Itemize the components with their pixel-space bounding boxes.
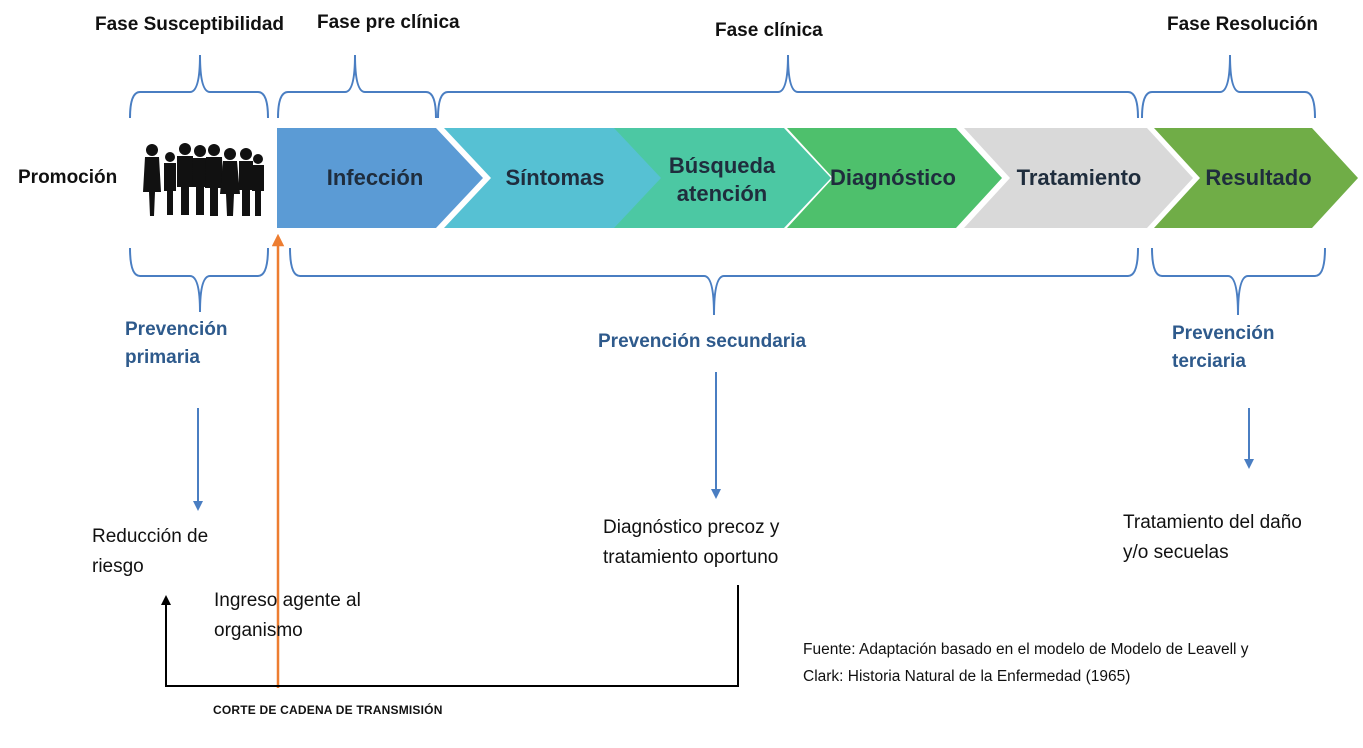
brace-resolution bbox=[1141, 54, 1316, 119]
outcome-risk-line1: Reducción de bbox=[92, 526, 209, 547]
stage-label-infeccion: Infección bbox=[326, 165, 424, 190]
stage-label-busqueda-atencion: Búsqueda atención bbox=[648, 148, 796, 212]
top-braces bbox=[129, 54, 1316, 119]
stage-label-diagnostico: Diagnóstico bbox=[830, 165, 956, 190]
brace-primary bbox=[129, 247, 269, 313]
prevention-tertiary-line2: terciaria bbox=[1172, 351, 1246, 372]
phase-resolution-label: Fase Resolución bbox=[1167, 14, 1318, 35]
promotion-label: Promoción bbox=[18, 167, 118, 188]
source-line1: Fuente: Adaptación basado en el modelo d… bbox=[803, 641, 1249, 658]
outcome-risk-reduction: Reducción de riesgo bbox=[92, 522, 208, 582]
agent-entry-label: Ingreso agente al organismo bbox=[214, 586, 361, 646]
stage-label-busqueda-line1: Búsqueda bbox=[668, 153, 776, 178]
stage-label-sintomas: Síntomas bbox=[505, 165, 605, 190]
prevention-secondary-label: Prevención secundaria bbox=[598, 331, 807, 352]
source-note: Fuente: Adaptación basado en el modelo d… bbox=[803, 636, 1249, 690]
stage-label-tratamiento: Tratamiento bbox=[1016, 165, 1142, 190]
chain-cut-label: CORTE DE CADENA DE TRANSMISIÓN bbox=[213, 703, 443, 717]
chevron-busqueda-atencion bbox=[614, 128, 831, 228]
phase-preclinical-label: Fase pre clínica bbox=[317, 12, 460, 33]
people-silhouettes-icon bbox=[143, 143, 264, 216]
prevention-primary-label: Prevención primaria bbox=[125, 316, 227, 372]
prevention-primary-line1: Prevención bbox=[125, 319, 228, 340]
brace-tertiary bbox=[1151, 247, 1326, 316]
bottom-braces bbox=[129, 247, 1326, 316]
chevron-resultado bbox=[1154, 128, 1358, 228]
outcome-early-line1: Diagnóstico precoz y bbox=[603, 517, 780, 538]
prevention-tertiary-line1: Prevención bbox=[1172, 323, 1275, 344]
phase-clinical-label: Fase clínica bbox=[715, 20, 823, 41]
outcome-damage-line1: Tratamiento del daño bbox=[1123, 512, 1302, 533]
chevron-diagnostico bbox=[787, 128, 1002, 228]
brace-preclinical bbox=[277, 54, 437, 119]
prevention-primary-line2: primaria bbox=[125, 347, 200, 368]
stage-label-resultado: Resultado bbox=[1205, 165, 1312, 190]
agent-entry-line2: organismo bbox=[214, 620, 303, 641]
chain-cut-line bbox=[161, 585, 739, 687]
prevention-tertiary-label: Prevención terciaria bbox=[1172, 320, 1274, 376]
agent-entry-line1: Ingreso agente al bbox=[214, 590, 361, 611]
chevron-sintomas bbox=[444, 128, 666, 228]
chevron-tratamiento bbox=[964, 128, 1193, 228]
source-line2: Clark: Historia Natural de la Enfermedad… bbox=[803, 668, 1131, 685]
stage-label-busqueda-line2: atención bbox=[676, 181, 768, 206]
outcome-early-diagnosis: Diagnóstico precoz y tratamiento oportun… bbox=[603, 513, 779, 573]
phase-susceptibility-label: Fase Susceptibilidad bbox=[95, 14, 284, 35]
brace-susceptibility bbox=[129, 54, 269, 119]
brace-clinical bbox=[437, 54, 1139, 119]
outcome-damage-line2: y/o secuelas bbox=[1123, 542, 1229, 563]
outcome-damage-treatment: Tratamiento del daño y/o secuelas bbox=[1123, 508, 1302, 568]
stage-chevrons bbox=[277, 128, 1358, 228]
chevron-infeccion bbox=[277, 128, 483, 228]
outcome-early-line2: tratamiento oportuno bbox=[603, 547, 779, 568]
brace-secondary bbox=[289, 247, 1139, 316]
outcome-risk-line2: riesgo bbox=[92, 556, 144, 577]
